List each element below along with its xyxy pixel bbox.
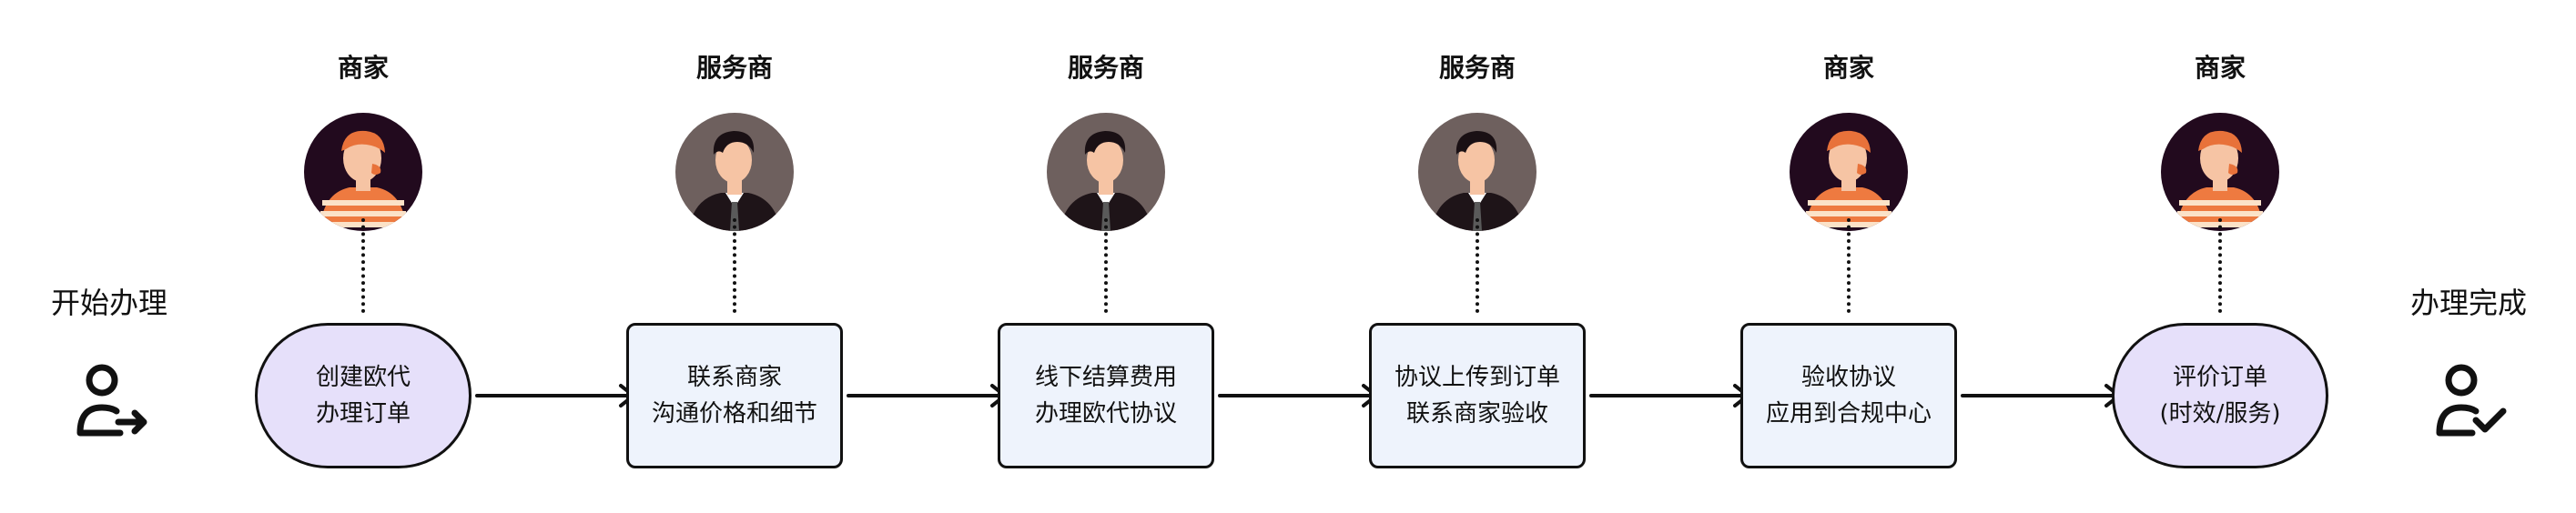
actor-step-2: 服务商	[653, 48, 816, 231]
user-check-icon	[2436, 364, 2507, 437]
connector-dots	[1104, 218, 1108, 313]
actor-label: 商家	[2194, 53, 2246, 83]
actor-label: 服务商	[1067, 53, 1144, 83]
step-1-create-order: 创建欧代 办理订单	[255, 323, 472, 468]
step-5-accept-agreement: 验收协议 应用到合规中心	[1740, 323, 1957, 468]
step-text-line-2: 联系商家验收	[1405, 400, 1548, 428]
provider-avatar	[1418, 113, 1536, 231]
step-text-line-1: 验收协议	[1800, 364, 1896, 391]
connector-dots	[361, 218, 365, 313]
provider-avatar	[675, 113, 794, 231]
provider-avatar	[1047, 113, 1165, 231]
step-6-rate-order: 评价订单 (时效/服务)	[2112, 323, 2328, 468]
actor-step-1: 商家	[281, 48, 445, 231]
actor-step-6: 商家	[2138, 48, 2302, 231]
merchant-avatar	[1790, 113, 1908, 231]
actor-step-3: 服务商	[1024, 48, 1188, 231]
actor-label: 服务商	[695, 53, 773, 83]
step-text-line-1: 评价订单	[2172, 364, 2267, 391]
connector-dots	[2218, 218, 2222, 313]
step-3-settle-fees: 线下结算费用 办理欧代协议	[998, 323, 1214, 468]
flow-arrow	[1589, 384, 1749, 407]
step-text-line-1: 协议上传到订单	[1394, 364, 1560, 391]
flow-arrow	[475, 384, 635, 407]
end-label: 办理完成	[2409, 286, 2527, 320]
merchant-avatar	[2161, 113, 2279, 231]
step-text-line-2: 沟通价格和细节	[651, 400, 817, 428]
flow-arrow	[1218, 384, 1378, 407]
step-text-line-2: 办理订单	[315, 400, 411, 428]
actor-label: 服务商	[1438, 53, 1516, 83]
connector-dots	[733, 218, 736, 313]
actor-step-5: 商家	[1767, 48, 1931, 231]
actor-step-4: 服务商	[1395, 48, 1559, 231]
step-text-line-1: 创建欧代	[315, 364, 411, 391]
actor-label: 商家	[337, 53, 389, 83]
step-text-line-2: (时效/服务)	[2159, 400, 2281, 428]
step-text-line-1: 联系商家	[686, 364, 782, 391]
connector-dots	[1476, 218, 1479, 313]
start-label: 开始办理	[50, 286, 167, 320]
flow-arrow	[847, 384, 1007, 407]
actor-label: 商家	[1822, 53, 1874, 83]
end-node: 办理完成	[2378, 280, 2560, 444]
step-text-line-2: 应用到合规中心	[1765, 400, 1932, 428]
step-4-upload-agreement: 协议上传到订单 联系商家验收	[1369, 323, 1586, 468]
step-text-line-2: 办理欧代协议	[1034, 400, 1177, 428]
merchant-avatar	[304, 113, 422, 231]
step-text-line-1: 线下结算费用	[1034, 364, 1177, 391]
user-arrow-icon	[76, 364, 147, 437]
connector-dots	[1847, 218, 1851, 313]
flow-arrow	[1961, 384, 2121, 407]
start-node: 开始办理	[18, 280, 200, 444]
step-2-contact-merchant: 联系商家 沟通价格和细节	[626, 323, 843, 468]
